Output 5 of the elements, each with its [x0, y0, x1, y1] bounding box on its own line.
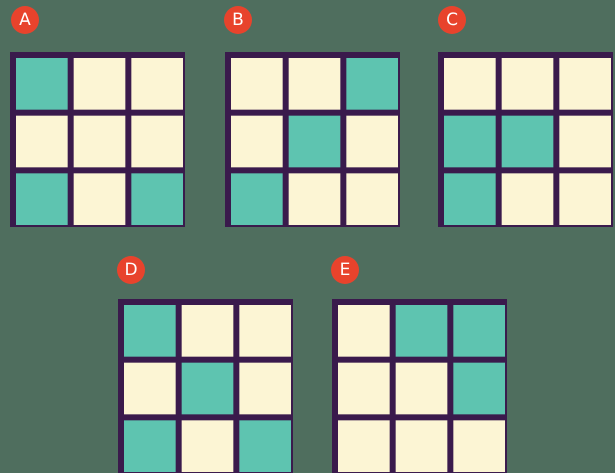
letter-badge: C: [438, 6, 466, 34]
letter-badge: A: [11, 6, 39, 34]
letter-badge: B: [224, 6, 252, 34]
letter-badge: E: [331, 256, 359, 284]
letter-badge: D: [117, 256, 145, 284]
